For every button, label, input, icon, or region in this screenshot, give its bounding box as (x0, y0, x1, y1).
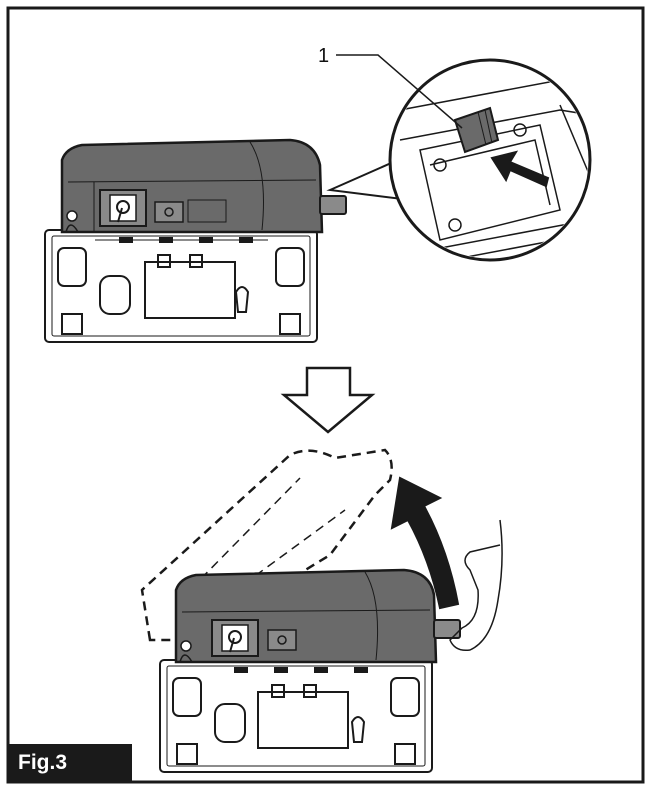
bottom-main-body (174, 568, 461, 664)
callout-leader-line (336, 54, 463, 129)
curved-up-arrow-icon (390, 476, 460, 610)
figure-label: Fig.3 (8, 744, 132, 782)
bottom-assembly (140, 448, 503, 773)
zoom-detail-circle (388, 58, 592, 262)
top-main-body (60, 138, 347, 234)
hand-outline (449, 519, 503, 652)
callout-number: 1 (318, 45, 329, 67)
top-assembly: 1 (44, 45, 592, 343)
push-arrow-icon (490, 150, 550, 188)
down-arrow-icon (280, 366, 376, 434)
